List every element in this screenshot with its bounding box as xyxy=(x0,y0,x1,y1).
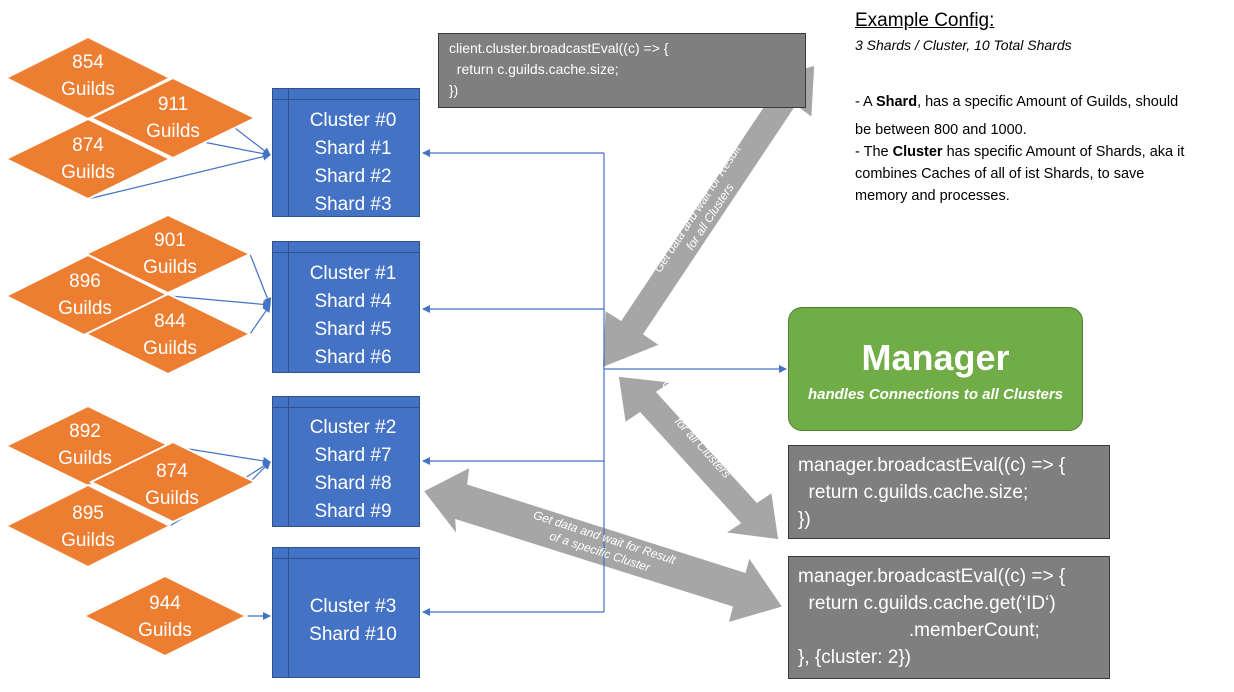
guild-label: 895 Guilds xyxy=(28,500,148,554)
guild-diamond xyxy=(3,483,173,569)
guild-label: 892 Guilds xyxy=(25,418,145,472)
guild-unit: Guilds xyxy=(138,620,192,641)
cluster-note: - The Cluster has specific Amount of Sha… xyxy=(855,140,1184,164)
shard-label: Shard #1 xyxy=(314,138,392,159)
cluster-title: Cluster #0 xyxy=(309,110,397,131)
cluster-title: Cluster #1 xyxy=(309,263,397,284)
shard-note-line: be between 800 and 1000. xyxy=(855,122,1027,138)
cluster-note-line: memory and processes. xyxy=(855,188,1010,204)
guild-unit: Guilds xyxy=(143,257,197,278)
client-code-box: client.cluster.broadcastEval((c) => { re… xyxy=(438,33,806,108)
guild-count: 854 xyxy=(72,52,104,73)
guild-unit: Guilds xyxy=(58,448,112,469)
guild-label: 844 Guilds xyxy=(110,308,230,362)
shard-label: Shard #6 xyxy=(314,347,392,368)
shard-note-text: , has a specific Amount of Guilds, shoul… xyxy=(917,94,1179,110)
bus-connector xyxy=(422,149,787,616)
guild-diamonds xyxy=(3,35,258,658)
manager-subtitle: handles Connections to all Clusters xyxy=(807,386,1064,403)
guild-label: 944 Guilds xyxy=(105,590,225,644)
guild-label: 854 Guilds xyxy=(28,49,148,103)
specific-cluster-arrow xyxy=(421,465,785,625)
guild-count: 874 xyxy=(156,461,188,482)
example-config-title: Example Config: xyxy=(855,10,995,31)
cluster-3-box: Cluster #3 Shard #10 xyxy=(272,547,420,678)
cluster-title: Cluster #2 xyxy=(309,417,397,438)
manager-code-specific: manager.broadcastEval((c) => { return c.… xyxy=(788,556,1110,679)
shard-note-term: Shard xyxy=(875,94,918,110)
guild-unit: Guilds xyxy=(61,530,115,551)
shard-note-prefix: - A xyxy=(855,94,876,110)
shard-label: Shard #8 xyxy=(314,473,392,494)
manager-box: Manager handles Connections to all Clust… xyxy=(788,307,1083,431)
manager-code-all: manager.broadcastEval((c) => { return c.… xyxy=(788,445,1110,539)
guild-label: 896 Guilds xyxy=(25,268,145,322)
shard-label: Shard #9 xyxy=(314,501,392,522)
cluster-note-prefix: - The xyxy=(855,144,893,160)
guild-label: 911 Guilds xyxy=(113,91,233,145)
cluster-0-box: Cluster #0 Shard #1 Shard #2 Shard #3 xyxy=(272,88,420,217)
guild-count: 901 xyxy=(154,230,186,251)
shard-note: - A Shard, has a specific Amount of Guil… xyxy=(855,90,1178,114)
manager-title: Manager xyxy=(861,337,1010,378)
manager-arrow xyxy=(617,375,780,541)
shard-label: Shard #7 xyxy=(314,445,392,466)
cluster-note-text: has specific Amount of Shards, aka it xyxy=(942,144,1185,160)
shard-label: Shard #3 xyxy=(314,194,392,215)
guild-label: 874 Guilds xyxy=(28,132,148,186)
guild-count: 874 xyxy=(72,135,104,156)
guild-diamond xyxy=(3,117,173,201)
cluster-title: Cluster #3 xyxy=(309,596,397,617)
guild-label: 901 Guilds xyxy=(110,227,230,281)
cluster-note-term: Cluster xyxy=(892,144,943,160)
shard-label: Shard #10 xyxy=(309,624,397,645)
guild-unit: Guilds xyxy=(61,79,115,100)
guild-unit: Guilds xyxy=(143,338,197,359)
guild-count: 895 xyxy=(72,503,104,524)
guild-count: 844 xyxy=(154,311,186,332)
guild-label: 874 Guilds xyxy=(112,458,232,512)
cluster-1-box: Cluster #1 Shard #4 Shard #5 Shard #6 xyxy=(272,241,420,373)
guild-unit: Guilds xyxy=(61,162,115,183)
guild-diamond xyxy=(81,574,249,658)
guild-unit: Guilds xyxy=(146,121,200,142)
guild-diamond xyxy=(83,292,253,376)
cluster-note-line: combines Caches of all of ist Shards, to… xyxy=(855,166,1145,182)
guild-count: 911 xyxy=(157,94,189,115)
guild-unit: Guilds xyxy=(145,488,199,509)
guild-diamond xyxy=(88,440,258,524)
guild-unit: Guilds xyxy=(58,298,112,319)
guild-count: 892 xyxy=(69,421,101,442)
shard-label: Shard #4 xyxy=(314,291,392,312)
guild-count: 896 xyxy=(69,271,101,292)
shard-label: Shard #5 xyxy=(314,319,392,340)
shard-label: Shard #2 xyxy=(314,166,392,187)
cluster-2-box: Cluster #2 Shard #7 Shard #8 Shard #9 xyxy=(272,396,420,527)
example-config-subtitle: 3 Shards / Cluster, 10 Total Shards xyxy=(855,37,1072,53)
guild-count: 944 xyxy=(149,593,181,614)
guild-diamond xyxy=(88,76,258,160)
